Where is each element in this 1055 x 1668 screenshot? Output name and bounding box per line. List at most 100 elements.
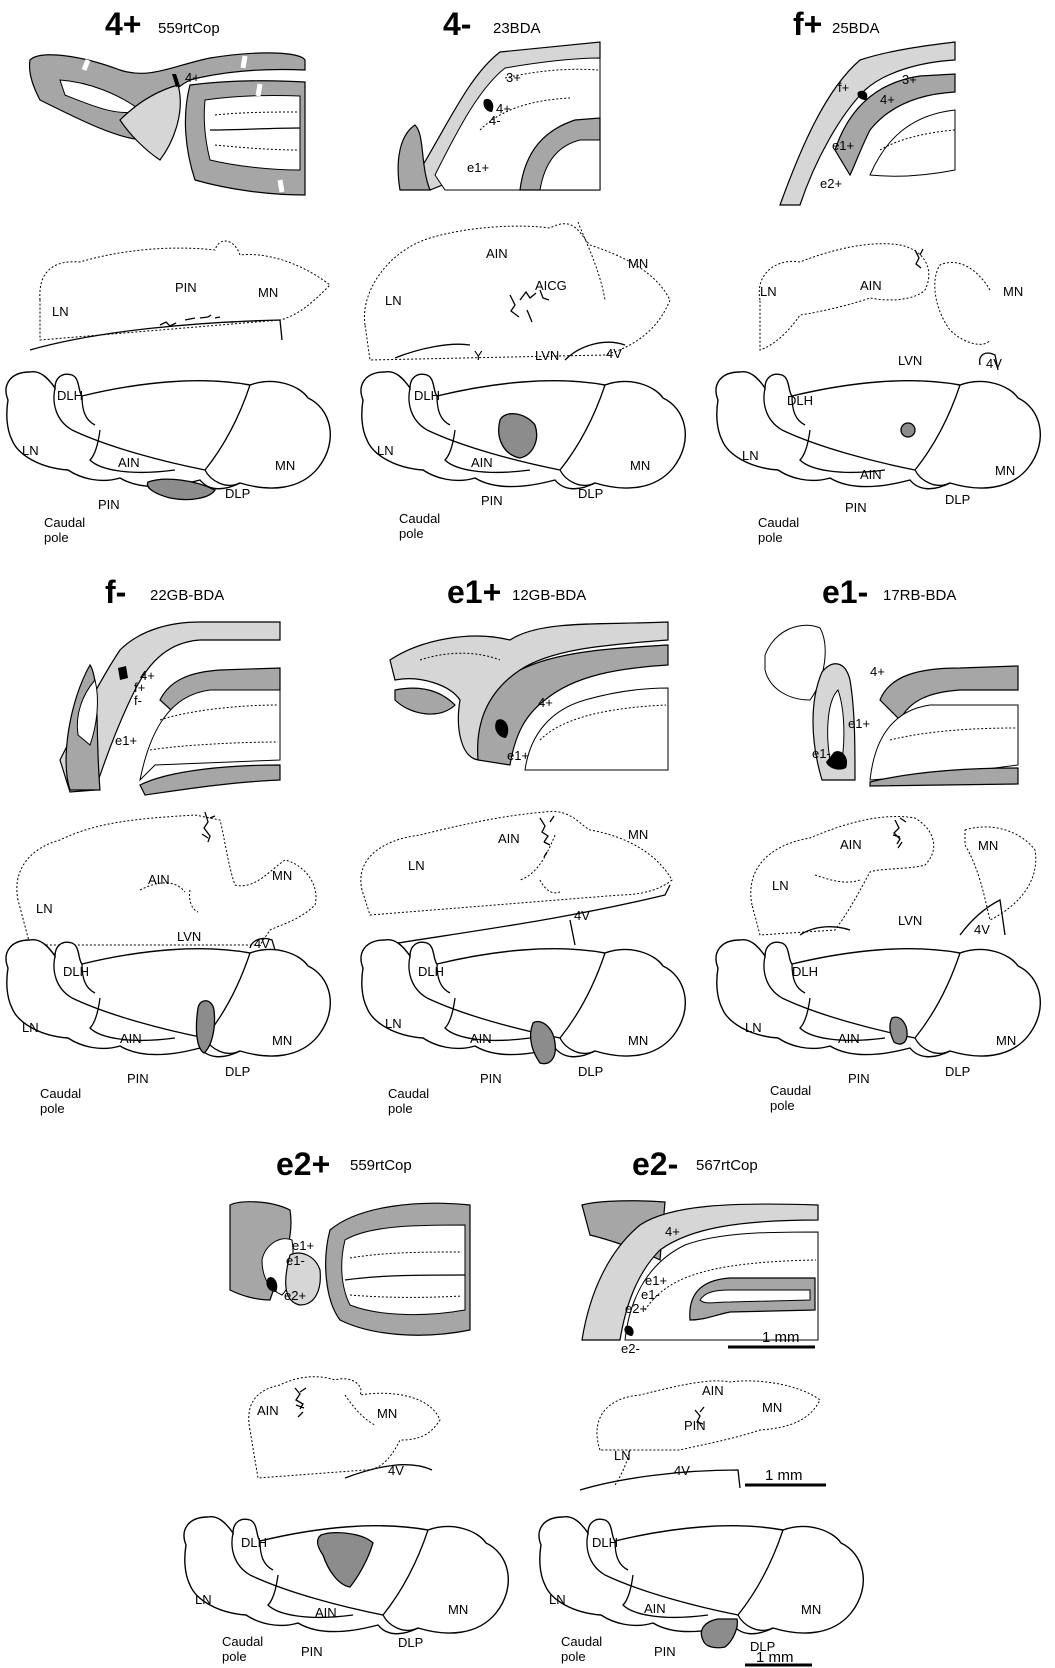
map-label-pole: pole	[44, 530, 69, 545]
map-label-ain: AIN	[860, 467, 882, 482]
map-label-ln: LN	[549, 1592, 566, 1607]
map-label-ain: AIN	[120, 1031, 142, 1046]
sagittal-label: e2+	[284, 1288, 306, 1303]
nucleus-label: PIN	[684, 1418, 706, 1433]
nucleus-label: MN	[377, 1406, 397, 1421]
terminal-field-spot	[901, 423, 915, 437]
map-label-ln: LN	[742, 448, 759, 463]
map-label-mn: MN	[275, 458, 295, 473]
map-label-pin: PIN	[481, 493, 503, 508]
map-label-pin: PIN	[480, 1071, 502, 1086]
panel-id: 23BDA	[493, 20, 541, 37]
nucleus-label: 4V	[254, 936, 270, 951]
map-label-caudal: Caudal	[758, 515, 799, 530]
sagittal-label: 4+	[665, 1224, 680, 1239]
panel-id: 559rtCop	[350, 1157, 412, 1174]
transverse-section-e1minus: AIN MN LN LVN 4V	[751, 816, 1036, 937]
nucleus-label: LVN	[898, 353, 922, 368]
map-label-dlp: DLP	[945, 492, 970, 507]
transverse-section-fplus: LN AIN MN LVN 4V	[759, 244, 1023, 371]
map-label-caudal: Caudal	[44, 515, 85, 530]
nucleus-label: LN	[36, 901, 53, 916]
map-label-dlh: DLH	[241, 1535, 267, 1550]
sagittal-section-e2minus: 1 mm 4+ e1+ e1- e2+ e2-	[582, 1201, 818, 1356]
panel-title-e1plus: e1+ 12GB-BDA	[447, 574, 586, 610]
map-label-dlh: DLH	[787, 393, 813, 408]
panel-id: 17RB-BDA	[883, 587, 956, 604]
sagittal-label: f+	[838, 80, 849, 95]
nucleus-label: MN	[258, 285, 278, 300]
nucleus-label: AIN	[840, 837, 862, 852]
map-label-ln: LN	[22, 1020, 39, 1035]
transverse-section-4plus: PIN MN LN	[30, 241, 330, 350]
nucleus-label: MN	[628, 827, 648, 842]
map-label-ln: LN	[385, 1016, 402, 1031]
map-label-caudal: Caudal	[561, 1634, 602, 1649]
nucleus-label: 4V	[606, 346, 622, 361]
sagittal-label: 4+	[185, 70, 200, 85]
map-label-dlh: DLH	[418, 964, 444, 979]
nucleus-label: MN	[978, 838, 998, 853]
map-label-ln: LN	[22, 443, 39, 458]
nucleus-label: 4V	[986, 356, 1002, 371]
nuclear-map-e1minus	[716, 940, 1040, 1057]
panel-title-e2minus: e2- 567rtCop	[632, 1146, 758, 1182]
sagittal-label: 3+	[506, 70, 521, 85]
map-label-pole: pole	[758, 530, 783, 545]
sagittal-label: 3+	[902, 72, 917, 87]
map-label-caudal: Caudal	[770, 1083, 811, 1098]
panel-title-e1minus: e1- 17RB-BDA	[822, 574, 956, 610]
panel-code: e1-	[822, 574, 868, 610]
map-label-ln: LN	[745, 1020, 762, 1035]
panel-id: 559rtCop	[158, 20, 220, 37]
scale-bar-label: 1 mm	[762, 1329, 800, 1346]
map-label-dlp: DLP	[225, 1064, 250, 1079]
nuclear-map-4plus	[6, 372, 330, 500]
map-label-dlp: DLP	[398, 1635, 423, 1650]
scale-bar-label: 1 mm	[765, 1467, 803, 1484]
transverse-section-e1plus: AIN MN LN 4V	[361, 811, 672, 945]
map-label-caudal: Caudal	[40, 1086, 81, 1101]
panel-id: 22GB-BDA	[150, 587, 224, 604]
nucleus-label: AIN	[257, 1403, 279, 1418]
sagittal-label: e1+	[832, 138, 854, 153]
map-label-dlp: DLP	[225, 486, 250, 501]
nuclear-map-e2minus	[539, 1517, 863, 1648]
map-label-mn: MN	[630, 458, 650, 473]
nucleus-label: 4V	[974, 922, 990, 937]
sagittal-label: e1+	[115, 733, 137, 748]
map-label-ain: AIN	[118, 455, 140, 470]
sagittal-label: e1+	[848, 716, 870, 731]
panel-title-4plus: 4+ 559rtCop	[105, 6, 220, 42]
sagittal-label: f-	[134, 693, 142, 708]
map-label-pin: PIN	[845, 500, 867, 515]
sagittal-label: e1+	[292, 1238, 314, 1253]
map-label-dlp: DLP	[578, 486, 603, 501]
map-label-pole: pole	[388, 1101, 413, 1116]
map-label-pole: pole	[40, 1101, 65, 1116]
panel-code: e2+	[276, 1146, 330, 1182]
nucleus-label: AIN	[148, 872, 170, 887]
map-label-ain: AIN	[470, 1031, 492, 1046]
sagittal-section-fplus: f+ 3+ 4+ e1+ e2+	[780, 42, 955, 205]
sagittal-label: 4+	[870, 664, 885, 679]
sagittal-section-e2plus: e1+ e1- e2+	[230, 1202, 470, 1335]
sagittal-label: 4+	[880, 92, 895, 107]
map-label-caudal: Caudal	[399, 511, 440, 526]
map-label-dlh: DLH	[414, 388, 440, 403]
transverse-section-4minus: AIN MN LN AICG Y LVN 4V	[364, 222, 670, 363]
map-label-pole: pole	[222, 1649, 247, 1664]
map-label-ln: LN	[377, 443, 394, 458]
nucleus-label: PIN	[175, 280, 197, 295]
panel-title-fplus: f+ 25BDA	[793, 6, 880, 42]
panel-code: e1+	[447, 574, 501, 610]
map-label-caudal: Caudal	[222, 1634, 263, 1649]
panel-code: 4+	[105, 6, 141, 42]
sagittal-label: e1-	[641, 1287, 660, 1302]
map-label-pole: pole	[770, 1098, 795, 1113]
transverse-section-fminus: AIN MN LN LVN 4V	[17, 812, 316, 951]
transverse-section-e2plus: AIN MN 4V	[249, 1377, 440, 1478]
sagittal-label: e1-	[286, 1253, 305, 1268]
sagittal-label: e1+	[645, 1273, 667, 1288]
